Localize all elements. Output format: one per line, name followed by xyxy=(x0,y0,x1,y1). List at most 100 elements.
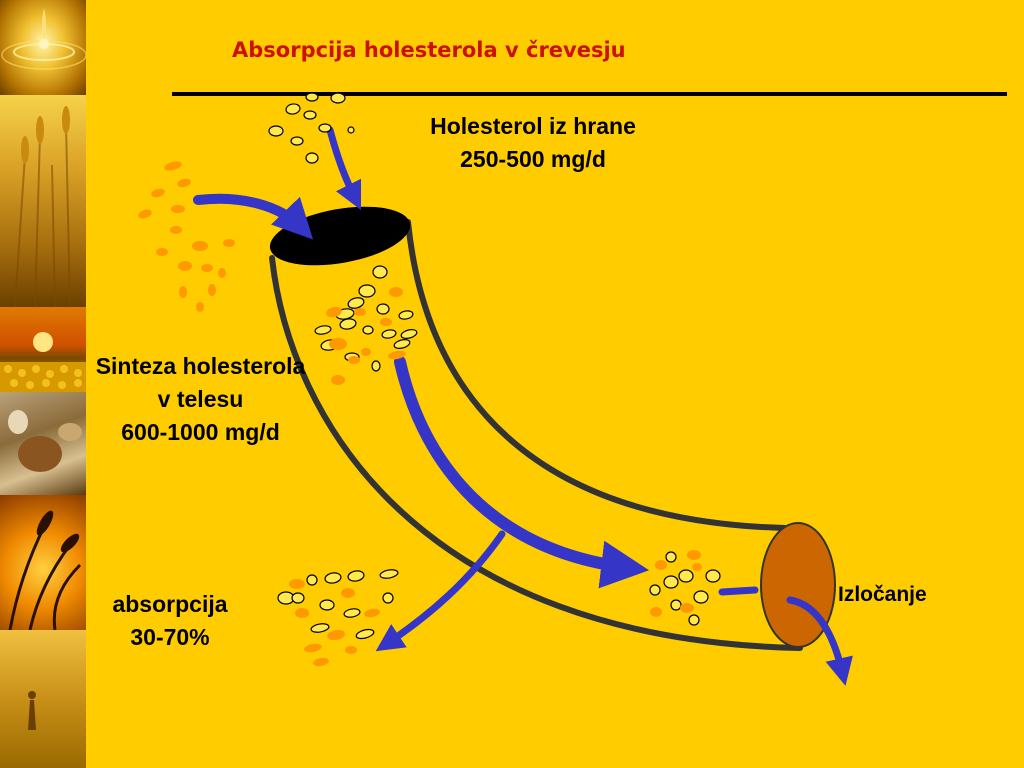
golden-field-image xyxy=(0,630,86,768)
food-cholesterol-arrow xyxy=(326,126,362,211)
cholesterol-particle-dietary xyxy=(371,360,381,372)
cholesterol-particle-dietary xyxy=(305,152,319,164)
cholesterol-particle-synthesized xyxy=(164,161,182,171)
cholesterol-particle-synthesized xyxy=(156,248,168,256)
side-image-strip xyxy=(0,0,86,768)
label-synthesis-amount: 600-1000 mg/d xyxy=(121,419,280,445)
cholesterol-particle-synthesized xyxy=(178,261,192,271)
cholesterol-particle-dietary xyxy=(347,297,365,309)
cholesterol-particle-synthesized xyxy=(650,607,662,617)
excretion-arrow xyxy=(786,596,853,686)
label-food-title: Holesterol iz hrane xyxy=(430,113,636,139)
cholesterol-particle-dietary xyxy=(314,325,332,335)
cholesterol-particle-synthesized xyxy=(692,563,702,571)
cholesterol-particle-synthesized xyxy=(364,608,380,618)
cholesterol-particle-dietary xyxy=(381,329,397,339)
cholesterol-particle-dietary xyxy=(347,126,355,134)
cholesterol-particle-synthesized xyxy=(201,264,213,272)
sun-icon xyxy=(0,332,86,392)
cholesterol-particle-synthesized xyxy=(331,375,345,385)
cholesterol-particle-dietary xyxy=(310,623,330,633)
cholesterol-particle-dietary xyxy=(285,103,301,115)
label-synthesis-title: Sinteza holesterola xyxy=(95,353,306,379)
label-synthesis: Sinteza holesterola v telesu 600-1000 mg… xyxy=(68,350,333,449)
cholesterol-particle-dietary xyxy=(305,92,319,102)
cholesterol-particle-dietary xyxy=(318,123,332,133)
cholesterol-particle-synthesized xyxy=(655,560,667,570)
cholesterol-particle-dietary xyxy=(330,92,346,104)
cholesterol-particle-dietary xyxy=(705,569,721,583)
cholesterol-particle-dietary xyxy=(268,125,284,137)
oil-drop-image xyxy=(0,0,86,95)
cholesterol-particle-dietary xyxy=(693,590,709,604)
cholesterol-particle-synthesized xyxy=(192,241,208,251)
slide-title: Absorpcija holesterola v črevesju xyxy=(232,38,626,62)
cholesterol-particle-dietary xyxy=(339,318,357,330)
cholesterol-particle-dietary xyxy=(665,551,677,563)
synthesis-arrow xyxy=(193,193,314,240)
cholesterol-particle-synthesized xyxy=(171,205,185,213)
cholesterol-particle-dietary xyxy=(362,325,374,335)
cholesterol-particle-dietary xyxy=(290,136,304,146)
cholesterol-particle-synthesized xyxy=(313,657,329,667)
cholesterol-particle-dietary xyxy=(355,628,375,640)
cholesterol-particle-synthesized xyxy=(327,629,345,641)
cholesterol-particle-dietary xyxy=(398,310,414,320)
sunset-sunflowers-image xyxy=(0,307,86,392)
label-synthesis-where: v telesu xyxy=(157,386,244,412)
cholesterol-particle-dietary xyxy=(376,303,390,315)
label-absorption-percent: 30-70% xyxy=(130,624,210,650)
cholesterol-particle-dietary xyxy=(382,592,394,604)
cholesterol-particle-synthesized xyxy=(223,239,235,247)
cholesterol-particle-dietary xyxy=(347,570,365,582)
cholesterol-particle-dietary xyxy=(306,574,318,586)
cholesterol-particle-dietary xyxy=(291,592,305,604)
cholesterol-particle-dietary xyxy=(688,614,700,626)
cholesterol-particle-dietary xyxy=(663,575,679,589)
excretion-arrow-inner xyxy=(718,586,759,596)
cholesterol-particle-dietary xyxy=(393,339,411,349)
cholesterol-particle-synthesized xyxy=(680,603,694,613)
cholesterol-particle-dietary xyxy=(670,599,682,611)
cholesterol-particle-synthesized xyxy=(196,302,204,312)
cholesterol-particle-dietary xyxy=(319,599,335,611)
label-food-amount: 250-500 mg/d xyxy=(460,146,606,172)
cholesterol-particle-synthesized xyxy=(326,306,342,318)
label-absorption-title: absorpcija xyxy=(112,591,228,617)
absorption-arrow xyxy=(375,530,506,652)
wheat-silhouette-image xyxy=(0,495,86,631)
cholesterol-particle-synthesized xyxy=(341,588,355,598)
cholesterol-particle-dietary xyxy=(303,110,317,120)
cholesterol-particle-synthesized xyxy=(304,643,322,653)
cholesterol-particle-synthesized xyxy=(361,348,371,356)
cholesterol-particle-dietary xyxy=(379,569,399,579)
oil-drop-icon xyxy=(1,8,86,70)
cholesterol-particle-dietary xyxy=(358,284,376,298)
cholesterol-particle-synthesized xyxy=(348,356,360,364)
wheat-icon xyxy=(14,106,71,308)
label-absorption: absorpcija 30-70% xyxy=(90,588,250,654)
cholesterol-particle-synthesized xyxy=(218,268,226,278)
cholesterol-particle-dietary xyxy=(649,584,661,596)
cholesterol-particle-synthesized xyxy=(295,608,309,618)
bread-icon xyxy=(8,410,82,472)
cholesterol-particle-dietary xyxy=(400,329,418,339)
cholesterol-particle-synthesized xyxy=(170,226,182,234)
transit-arrow xyxy=(394,356,650,589)
intestine-wall-inner xyxy=(405,219,788,531)
cholesterol-particle-synthesized xyxy=(380,318,392,326)
cholesterol-particle-synthesized xyxy=(345,646,357,654)
cholesterol-particle-dietary xyxy=(324,572,342,584)
title-divider xyxy=(172,92,1007,96)
wheat-field-image xyxy=(0,95,86,308)
cholesterol-particle-synthesized xyxy=(208,284,216,296)
cholesterol-particle-synthesized xyxy=(389,287,403,297)
intestine-wall-outer xyxy=(269,255,803,651)
food-basket-image xyxy=(0,392,86,495)
cholesterol-particle-synthesized xyxy=(151,188,165,198)
cholesterol-particle-dietary xyxy=(372,265,388,279)
cholesterol-particle-synthesized xyxy=(138,209,152,219)
cholesterol-particle-synthesized xyxy=(329,338,347,350)
wheat-silhouette-icon xyxy=(8,510,82,631)
